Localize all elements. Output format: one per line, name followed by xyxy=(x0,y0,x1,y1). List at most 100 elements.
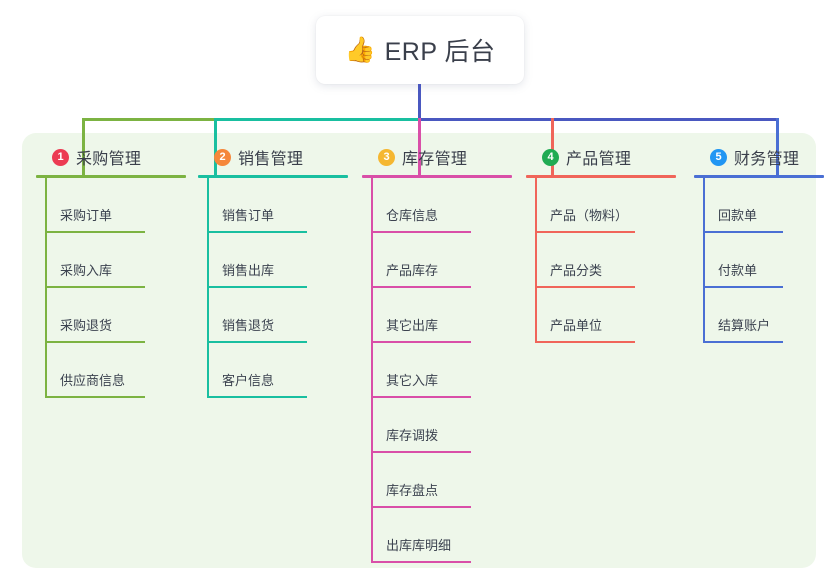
branch-item[interactable]: 销售出库 xyxy=(198,233,348,288)
branch-item-rule xyxy=(371,506,471,508)
branch-item[interactable]: 回款单 xyxy=(694,178,824,233)
branch-item[interactable]: 客户信息 xyxy=(198,343,348,398)
branch-heading-采购管理[interactable]: 1 采购管理 xyxy=(36,145,186,169)
branch-item-rule xyxy=(703,341,783,343)
branch-drop-connector-3 xyxy=(418,118,421,175)
branch-item-label: 产品单位 xyxy=(550,318,603,333)
trunk-segment-2 xyxy=(214,118,418,121)
branch-badge-5: 5 xyxy=(710,148,727,166)
branch-drop-connector-1 xyxy=(82,118,85,175)
branch-item[interactable]: 出库库明细 xyxy=(362,508,512,563)
trunk-segment-3 xyxy=(418,118,776,121)
branch-item-label: 客户信息 xyxy=(222,373,275,388)
branch-title: 库存管理 xyxy=(402,151,468,168)
branch-item-rule xyxy=(371,231,471,233)
branch-spine xyxy=(703,178,705,343)
branch-item-rule xyxy=(45,341,145,343)
root-stem-connector xyxy=(418,84,421,121)
diagram-panel xyxy=(22,133,816,568)
branch-item-rule xyxy=(207,396,307,398)
branch-item[interactable]: 其它出库 xyxy=(362,288,512,343)
branch-item-rule xyxy=(371,341,471,343)
branch-item[interactable]: 产品单位 xyxy=(526,288,676,343)
branch-item-rule xyxy=(703,231,783,233)
branch-item-rule xyxy=(371,396,471,398)
branch-title: 采购管理 xyxy=(76,151,142,168)
branch-item-rule xyxy=(371,451,471,453)
branch-items-list: 仓库信息产品库存其它出库其它入库库存调拨库存盘点出库库明细 xyxy=(362,178,512,563)
branch-item[interactable]: 供应商信息 xyxy=(36,343,186,398)
branch-item-rule xyxy=(371,561,471,563)
branch-item[interactable]: 采购入库 xyxy=(36,233,186,288)
branch-item-rule xyxy=(207,341,307,343)
thumbs-up-emoji: 👍 xyxy=(344,35,376,64)
branch-column-产品管理: 4 产品管理产品（物料） 产品分类产品单位 xyxy=(526,145,676,343)
branch-item[interactable]: 销售退货 xyxy=(198,288,348,343)
trunk-segment-1 xyxy=(82,118,214,121)
branch-item-label: 采购入库 xyxy=(60,263,113,278)
branch-item-label: 其它入库 xyxy=(386,373,439,388)
branch-item-label: 产品分类 xyxy=(550,263,603,278)
branch-item[interactable]: 结算账户 xyxy=(694,288,824,343)
branch-items-list: 采购订单采购入库采购退货供应商信息 xyxy=(36,178,186,398)
branch-item-label: 其它出库 xyxy=(386,318,439,333)
branch-item-label: 仓库信息 xyxy=(386,208,439,223)
branch-accent-bar xyxy=(198,175,348,178)
branch-accent-bar xyxy=(36,175,186,178)
branch-badge-3: 3 xyxy=(378,148,395,166)
branch-spine xyxy=(535,178,537,343)
branch-item-label: 采购订单 xyxy=(60,208,113,223)
branch-item-label: 回款单 xyxy=(718,208,758,223)
branch-badge-4: 4 xyxy=(542,148,559,166)
root-title: ERP 后台 xyxy=(384,38,496,66)
branch-spine xyxy=(45,178,47,398)
branch-title: 财务管理 xyxy=(734,151,800,168)
branch-item[interactable]: 其它入库 xyxy=(362,343,512,398)
branch-item-label: 出库库明细 xyxy=(386,538,452,553)
branch-badge-2: 2 xyxy=(214,148,231,166)
branch-item-rule xyxy=(703,286,783,288)
branch-spine xyxy=(371,178,373,563)
branch-title: 产品管理 xyxy=(566,151,632,168)
branch-item-rule xyxy=(535,286,635,288)
branch-heading-库存管理[interactable]: 3 库存管理 xyxy=(362,145,512,169)
branch-item-label: 采购退货 xyxy=(60,318,113,333)
branch-item-label: 供应商信息 xyxy=(60,373,126,388)
branch-badge-1: 1 xyxy=(52,148,69,166)
branch-item-rule xyxy=(535,341,635,343)
branch-item[interactable]: 库存盘点 xyxy=(362,453,512,508)
branch-accent-bar xyxy=(362,175,512,178)
branch-item-label: 库存调拨 xyxy=(386,428,439,443)
branch-item-rule xyxy=(45,286,145,288)
branch-item[interactable]: 采购订单 xyxy=(36,178,186,233)
branch-item-rule xyxy=(45,396,145,398)
branch-item[interactable]: 付款单 xyxy=(694,233,824,288)
branch-items-list: 回款单付款单结算账户 xyxy=(694,178,824,343)
root-node[interactable]: 👍 ERP 后台 xyxy=(316,16,524,84)
branch-item[interactable]: 产品（物料） xyxy=(526,178,676,233)
branch-item-rule xyxy=(207,231,307,233)
branch-column-采购管理: 1 采购管理采购订单采购入库采购退货供应商信息 xyxy=(36,145,186,398)
branch-item-label: 销售退货 xyxy=(222,318,275,333)
branch-heading-产品管理[interactable]: 4 产品管理 xyxy=(526,145,676,169)
branch-items-list: 产品（物料） 产品分类产品单位 xyxy=(526,178,676,343)
branch-item[interactable]: 销售订单 xyxy=(198,178,348,233)
branch-item-rule xyxy=(535,231,635,233)
branch-item[interactable]: 库存调拨 xyxy=(362,398,512,453)
branch-item[interactable]: 仓库信息 xyxy=(362,178,512,233)
branch-item[interactable]: 产品库存 xyxy=(362,233,512,288)
branch-item-label: 销售出库 xyxy=(222,263,275,278)
branch-item-rule xyxy=(371,286,471,288)
branch-item-rule xyxy=(207,286,307,288)
branch-item-label: 销售订单 xyxy=(222,208,275,223)
branch-heading-财务管理[interactable]: 5 财务管理 xyxy=(694,145,824,169)
branch-drop-connector-2 xyxy=(214,118,217,175)
branch-item-label: 产品（物料） xyxy=(550,208,629,223)
branch-spine xyxy=(207,178,209,398)
branch-item[interactable]: 产品分类 xyxy=(526,233,676,288)
branch-item-label: 付款单 xyxy=(718,263,758,278)
branch-item[interactable]: 采购退货 xyxy=(36,288,186,343)
